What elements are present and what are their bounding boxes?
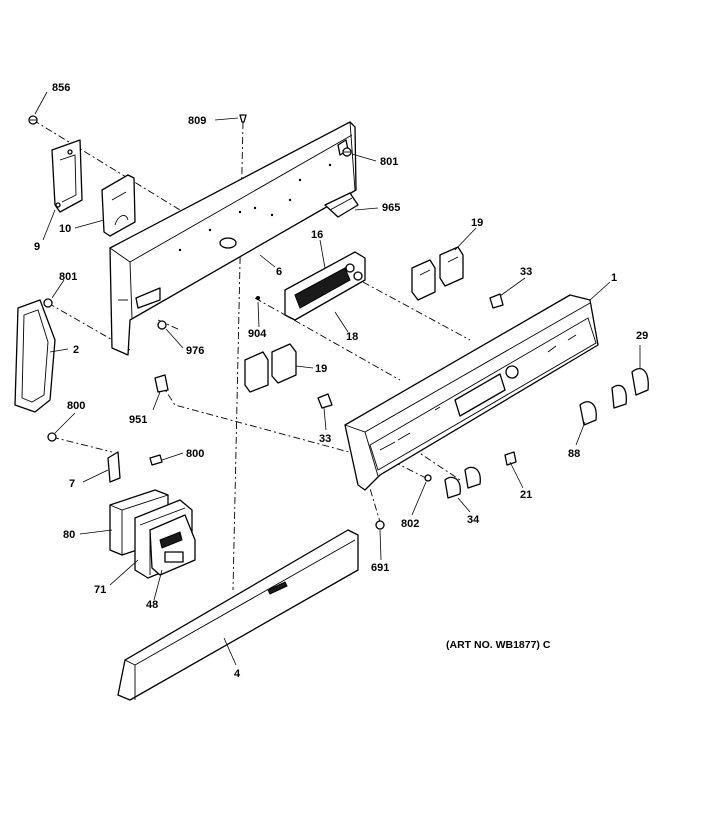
switch-19-lower xyxy=(244,343,297,393)
label-33-top: 33 xyxy=(520,266,532,278)
label-809: 809 xyxy=(188,115,206,127)
label-904: 904 xyxy=(248,328,267,340)
label-88: 88 xyxy=(568,448,580,460)
bracket-7 xyxy=(107,451,121,483)
leader-lines xyxy=(34,91,641,666)
screw-800-left xyxy=(47,432,57,442)
label-16: 16 xyxy=(311,229,323,241)
screw-801-top xyxy=(342,147,352,157)
label-19-upper: 19 xyxy=(471,217,483,229)
label-802: 802 xyxy=(401,518,419,530)
screw-800-right xyxy=(149,454,163,466)
screw-809 xyxy=(239,114,247,123)
label-1: 1 xyxy=(611,272,617,284)
part-21 xyxy=(504,451,517,466)
label-801-left: 801 xyxy=(59,271,77,283)
knob-88 xyxy=(579,401,597,426)
knob-29-b xyxy=(611,384,627,409)
screw-802 xyxy=(424,474,432,482)
knob-29 xyxy=(631,368,649,396)
label-7: 7 xyxy=(69,478,75,490)
art-number: (ART NO. WB1877) C xyxy=(446,639,551,651)
cover-48 xyxy=(149,514,196,576)
bottom-trim-4 xyxy=(117,529,359,701)
switch-19-upper xyxy=(411,246,464,301)
label-965: 965 xyxy=(382,202,400,214)
label-4: 4 xyxy=(234,668,241,680)
label-33-bottom: 33 xyxy=(319,433,331,445)
label-6: 6 xyxy=(276,266,282,278)
screw-801-left xyxy=(43,298,53,308)
label-951: 951 xyxy=(129,414,147,426)
label-71: 71 xyxy=(94,584,106,596)
connector-33-top xyxy=(489,293,504,309)
bracket-10 xyxy=(101,174,136,237)
label-801-top: 801 xyxy=(380,156,398,168)
control-panel-1 xyxy=(344,294,599,491)
label-48: 48 xyxy=(146,599,158,611)
label-800-left: 800 xyxy=(67,400,85,412)
screw-691 xyxy=(375,520,385,530)
label-29: 29 xyxy=(636,330,648,342)
bracket-9 xyxy=(51,139,83,213)
knob-34 xyxy=(444,466,481,499)
label-19-lower: 19 xyxy=(315,363,327,375)
label-18: 18 xyxy=(346,331,358,343)
label-9: 9 xyxy=(34,241,40,253)
part-labels: 856 809 801 965 9 10 6 16 19 801 33 1 2 … xyxy=(34,82,648,680)
label-10: 10 xyxy=(59,223,71,235)
end-cap-2 xyxy=(14,299,56,413)
connector-33-bottom xyxy=(317,393,333,409)
control-board xyxy=(284,251,366,321)
label-2: 2 xyxy=(73,344,79,356)
screw-904 xyxy=(256,296,260,300)
label-34: 34 xyxy=(467,514,480,526)
label-976: 976 xyxy=(186,345,204,357)
screw-856 xyxy=(28,115,38,125)
clip-951 xyxy=(154,374,169,393)
rear-panel-6 xyxy=(109,121,359,356)
label-80: 80 xyxy=(63,529,75,541)
label-691: 691 xyxy=(371,562,389,574)
label-800-right: 800 xyxy=(186,448,204,460)
screw-976 xyxy=(157,320,167,330)
label-856: 856 xyxy=(52,82,70,94)
label-21: 21 xyxy=(520,489,532,501)
